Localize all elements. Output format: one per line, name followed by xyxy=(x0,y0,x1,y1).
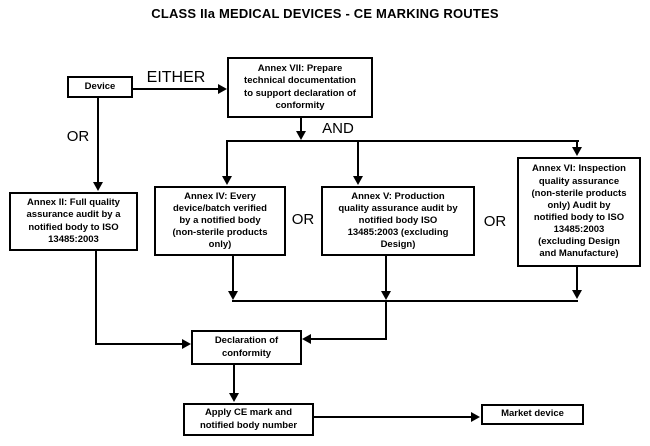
line-collector-drop xyxy=(385,300,387,340)
arrowhead-into-annex-iv xyxy=(222,176,232,185)
line-annex-iv-out xyxy=(232,256,234,292)
edge-label-or-left: OR xyxy=(66,128,90,145)
node-annex-vii: Annex VII: Prepare technical documentati… xyxy=(227,57,373,118)
line-annex-v-out xyxy=(385,256,387,292)
arrowhead-annex-vi-onto-collector xyxy=(572,290,582,299)
line-branch-to-annex-iv xyxy=(226,140,228,178)
node-apply-ce-mark: Apply CE mark and notified body number xyxy=(183,403,314,436)
arrowhead-into-annex-v xyxy=(353,176,363,185)
line-annex-ii-out-vertical xyxy=(95,251,97,345)
arrowhead-onto-branch-line xyxy=(296,131,306,140)
line-annex-ii-out-horizontal xyxy=(95,343,182,345)
node-market-device: Market device xyxy=(481,404,584,425)
line-branch-to-annex-v xyxy=(357,140,359,178)
line-annex-vii-to-branch xyxy=(300,118,302,132)
collector-line xyxy=(232,300,578,302)
arrowhead-into-market xyxy=(471,412,480,422)
branch-line-and xyxy=(226,140,579,142)
node-annex-iv: Annex IV: Every device/batch verified by… xyxy=(154,186,286,256)
node-annex-ii: Annex II: Full quality assurance audit b… xyxy=(9,192,138,251)
arrowhead-into-declaration-left xyxy=(182,339,191,349)
node-declaration-of-conformity: Declaration of conformity xyxy=(191,330,302,365)
line-apply-to-market xyxy=(314,416,471,418)
line-declaration-to-apply xyxy=(233,365,235,394)
line-to-declaration-right xyxy=(311,338,387,340)
arrowhead-into-apply xyxy=(229,393,239,402)
line-device-to-annex-vii xyxy=(133,88,219,90)
line-annex-vi-out xyxy=(576,267,578,291)
node-device: Device xyxy=(67,76,133,98)
edge-label-or-mid: OR xyxy=(291,211,315,228)
line-branch-to-annex-vi xyxy=(576,140,578,149)
node-annex-vi: Annex VI: Inspection quality assurance (… xyxy=(517,157,641,267)
arrowhead-into-annex-vi xyxy=(572,147,582,156)
arrowhead-annex-v-onto-collector xyxy=(381,291,391,300)
diagram-title: CLASS IIa MEDICAL DEVICES - CE MARKING R… xyxy=(151,6,499,21)
arrowhead-into-declaration-right xyxy=(302,334,311,344)
arrowhead-into-annex-vii xyxy=(218,84,227,94)
edge-label-either: EITHER xyxy=(146,69,206,86)
edge-label-and: AND xyxy=(322,120,354,137)
arrowhead-into-annex-ii xyxy=(93,182,103,191)
edge-label-or-right: OR xyxy=(483,213,507,230)
node-annex-v: Annex V: Production quality assurance au… xyxy=(321,186,475,256)
arrowhead-annex-iv-onto-collector xyxy=(228,291,238,300)
line-device-to-annex-ii xyxy=(97,97,99,183)
